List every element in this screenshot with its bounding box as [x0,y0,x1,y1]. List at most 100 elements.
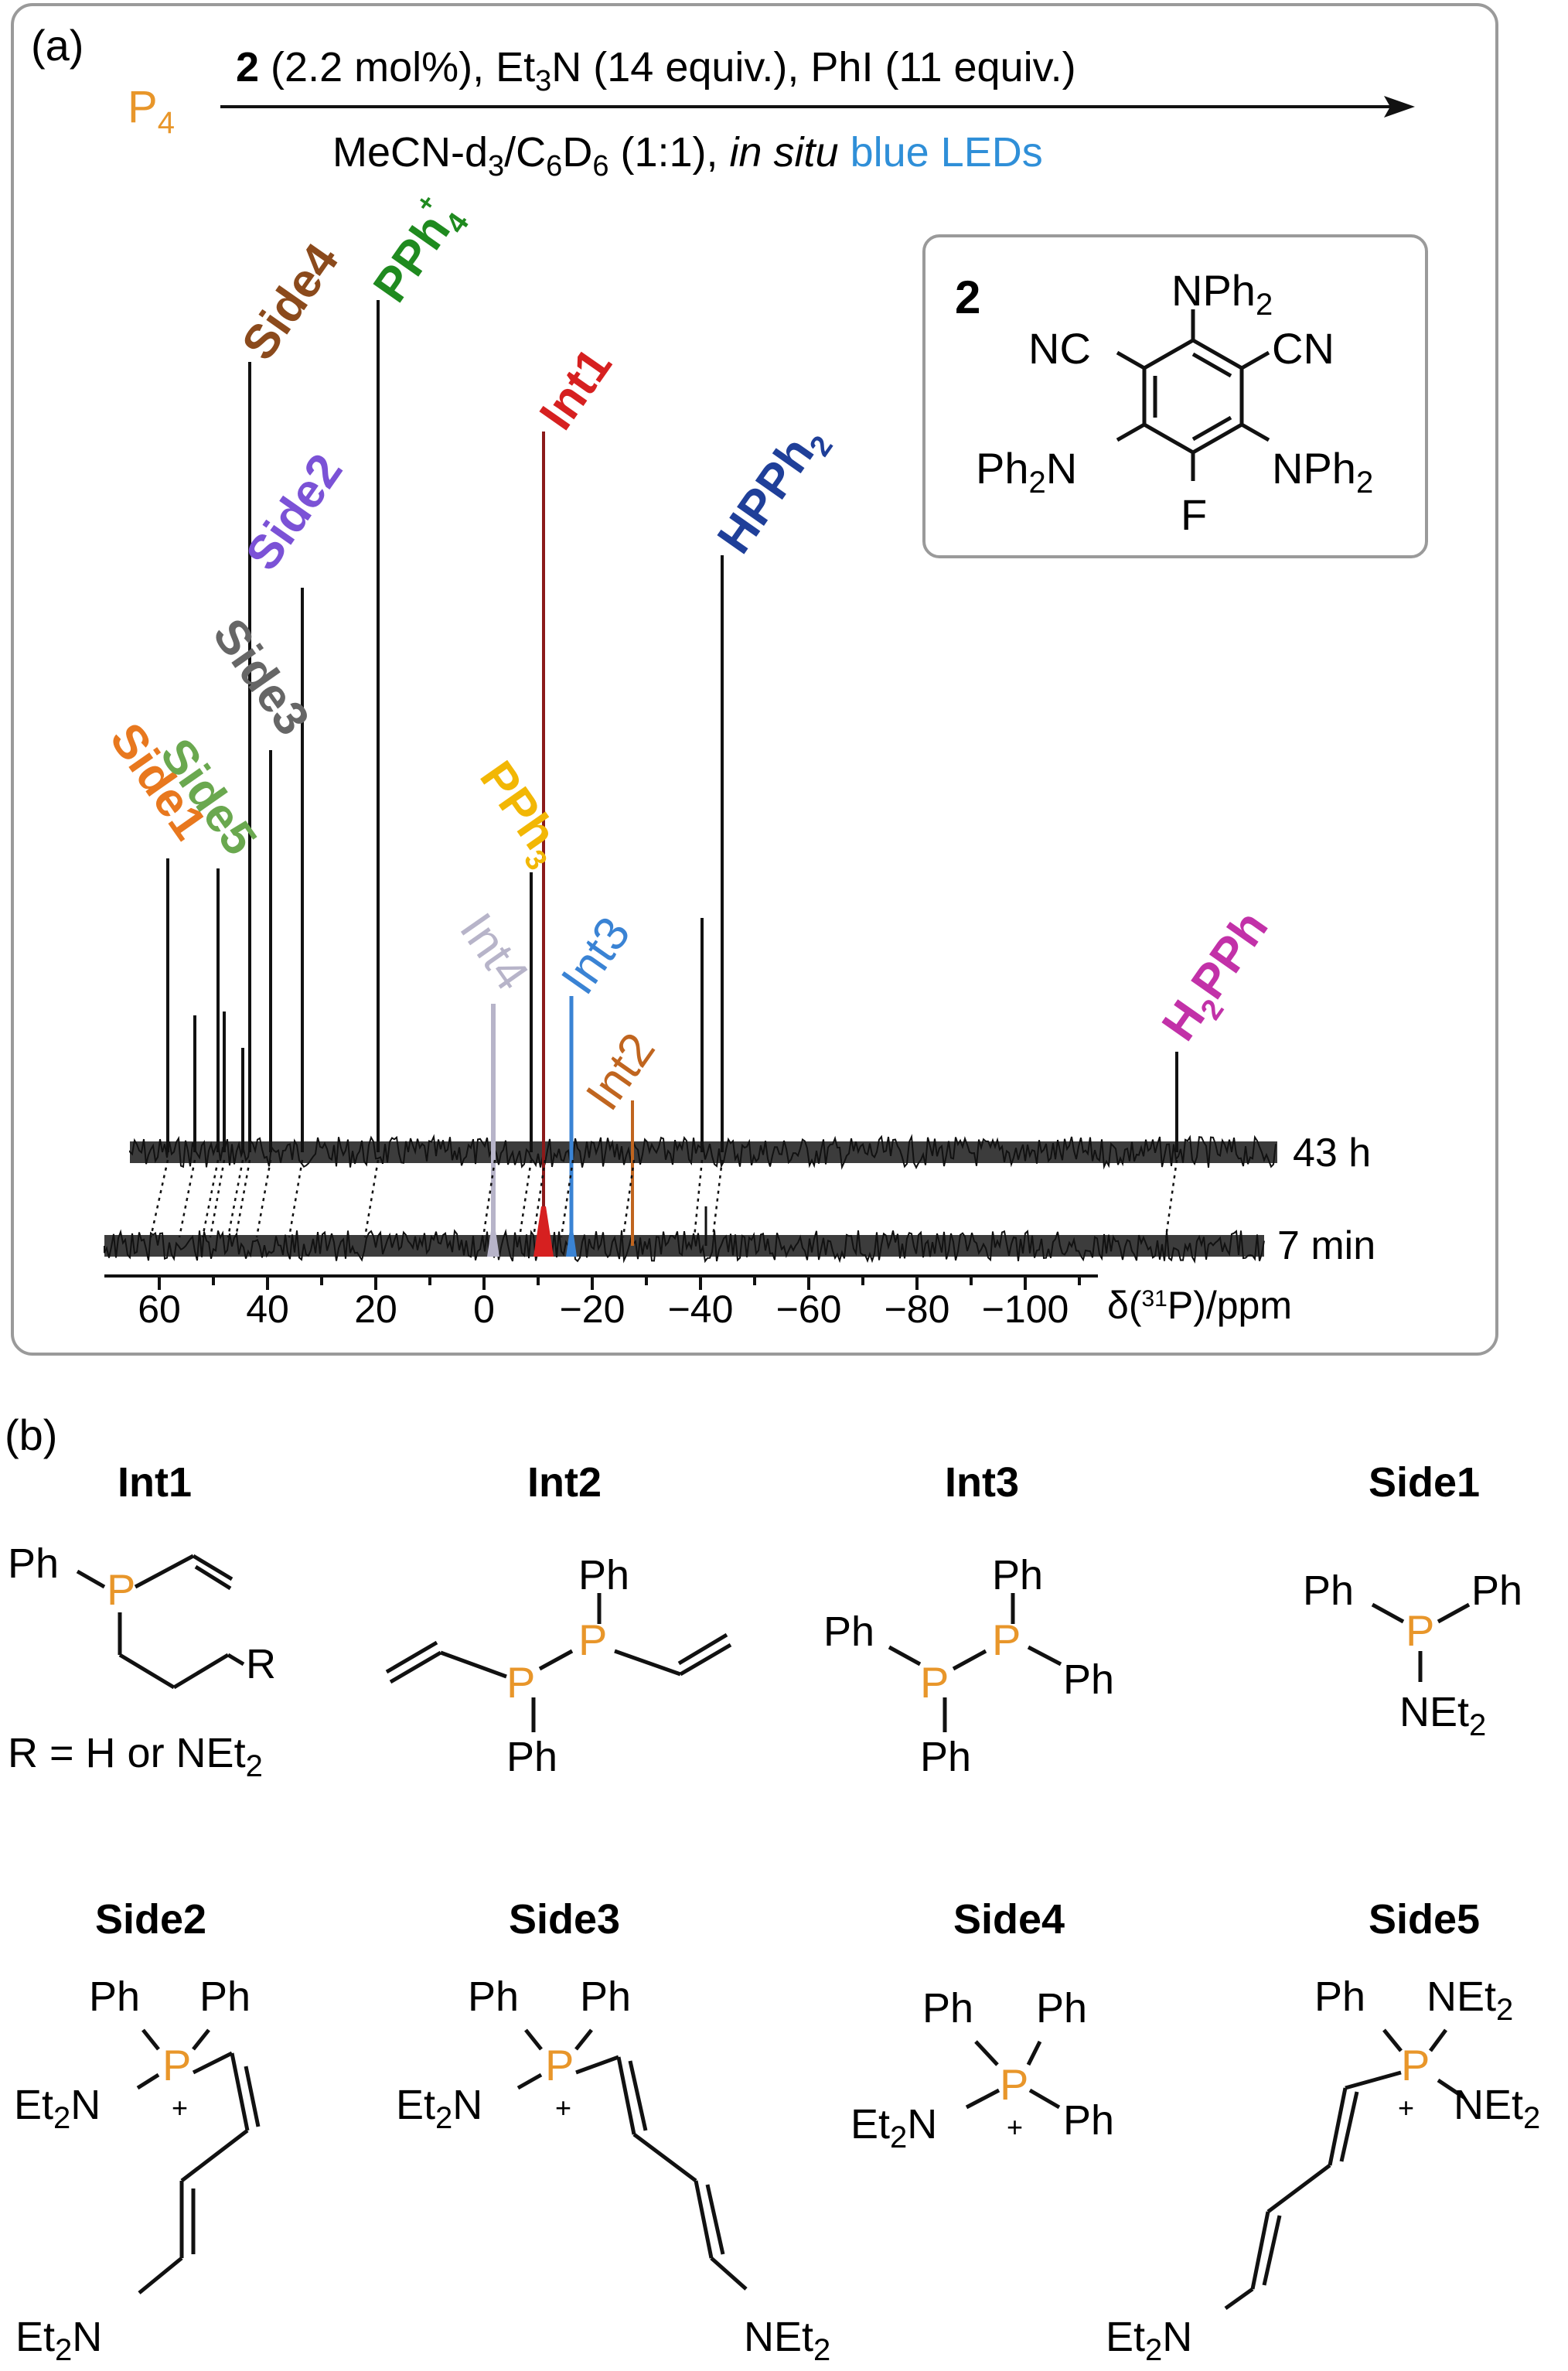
catalyst-bottom-f: F [1181,490,1207,539]
x-axis-ticks [158,1276,1081,1290]
side3-plus: + [555,2092,571,2124]
conditions-bottom: MeCN-d3/C6D6 (1:1), in situ blue LEDs [332,129,1043,183]
side2-ph-left: Ph [89,1974,140,2020]
int2-ph-top: Ph [578,1552,629,1598]
peak-label-int4: Int4 [449,904,539,1000]
compound-titles: Int1 Int2 Int3 Side1 Side2 Side3 Side4 S… [95,1459,1480,1943]
side5-ph: Ph [1314,1974,1365,2020]
tick-label: 40 [246,1288,289,1331]
benzene-inner-2 [1191,415,1232,442]
title-side1: Side1 [1369,1459,1480,1506]
structure-side1 [1371,1602,1471,1682]
int3-ph-left: Ph [823,1609,874,1655]
side3-ph-right: Ph [580,1974,631,2020]
side5-net2-right: NEt2 [1454,2082,1540,2135]
x-axis-title: δ(31P)/ppm [1107,1284,1292,1327]
side3-p: P [545,2041,574,2090]
structure-int1 [76,1554,245,1690]
trace-label-43h: 43 h [1293,1131,1371,1175]
side2-et2n-bottom: Et2N [15,2314,102,2367]
structure-side5 [1224,2028,1465,2311]
int1-r-note: R = H or NEt2 [8,1730,263,1783]
int3-ph-right: Ph [1063,1656,1114,1703]
side4-plus: + [1007,2111,1023,2143]
structure-side3 [516,2028,748,2291]
peak-label-side4: Side4 [232,234,349,370]
catalyst-left-nph2: Ph2N [976,444,1077,500]
conditions-top: 2 (2.2 mol%), Et3N (14 equiv.), PhI (11 … [236,44,1076,97]
peak-7min-int3-base [566,1230,577,1257]
int3-ph-bottom: Ph [920,1734,971,1780]
reaction-arrow-head [1384,96,1415,118]
structure-side2 [136,2028,261,2294]
side5-p: P [1401,2041,1430,2090]
side5-et2n: Et2N [1106,2314,1192,2367]
catalyst-top-nph2: NPh2 [1171,266,1273,322]
panel-a-label: (a) [31,21,84,70]
side1-ph-left: Ph [1303,1568,1354,1614]
catalyst-label: 2 [955,271,980,323]
side3-et2n: Et2N [396,2082,482,2135]
benzene-inner-1 [1191,352,1232,378]
int3-p-right: P [992,1615,1021,1664]
side2-et2n-top: Et2N [14,2082,101,2135]
bond-left-n [1116,422,1146,442]
catalyst-right-cn: CN [1272,324,1335,373]
int2-p-right: P [578,1615,607,1664]
peak-7min-int4-base [487,1226,499,1257]
peak-label-int2: Int2 [576,1024,666,1120]
side3-ph-left: Ph [468,1974,519,2020]
title-side2: Side2 [95,1896,206,1943]
bond-right-cn [1240,350,1270,370]
trace-7min-band [104,1235,1264,1257]
side3-net2: NEt2 [744,2314,830,2367]
int2-p-left: P [506,1658,535,1707]
side2-ph-right: Ph [199,1974,251,2020]
reactant-p4: P4 [128,82,175,140]
peak-label-side2: Side2 [236,445,353,580]
structure-side4 [965,2040,1061,2110]
int1-p: P [107,1565,135,1614]
tick-label: −80 [885,1288,950,1331]
title-side4: Side4 [953,1896,1065,1943]
benzene-ring [1142,338,1244,455]
title-side3: Side3 [509,1896,620,1943]
catalyst-frame [922,234,1428,558]
tick-label: 60 [138,1288,181,1331]
panel-b-label: (b) [5,1411,57,1459]
title-int3: Int3 [945,1459,1019,1506]
structure-int3 [888,1593,1062,1732]
int2-ph-bottom: Ph [506,1734,557,1780]
bond-left-cn [1116,350,1146,370]
tick-label: 20 [354,1288,397,1331]
tick-label: −40 [668,1288,734,1331]
side5-net2-top: NEt2 [1427,1974,1513,2027]
peak-label-h2pph: H2PPh [1152,902,1284,1055]
nmr-spectra: 43 h 7 min 60 40 20 0 −20 −40 −60 −80 −1… [100,189,1376,1331]
int3-p-left: P [920,1658,949,1707]
int1-r: R [246,1641,276,1687]
structure-int2 [385,1593,732,1732]
catalyst-left-cn: NC [1028,324,1091,373]
catalyst-right-nph2: NPh2 [1272,444,1373,500]
peak-label-hpph2: HPPh2 [707,414,840,568]
int1-ph: Ph [8,1540,59,1587]
trace-label-7min: 7 min [1277,1223,1375,1268]
side4-ph-bottom: Ph [1063,2097,1114,2144]
side4-p: P [1000,2060,1028,2109]
side4-et2n: Et2N [850,2101,937,2154]
peak-7min-int1-base [533,1206,554,1257]
title-side5: Side5 [1369,1896,1480,1943]
peak-label-pph3: PPh3 [464,752,576,876]
side2-plus: + [172,2092,188,2124]
side4-ph-right: Ph [1036,1985,1087,2032]
side2-p: P [162,2041,191,2090]
peak-labels: Side1 Side5 Side3 Side2 Side4 PPh4+ PPh3… [100,189,1284,1120]
int3-ph-top: Ph [992,1552,1043,1598]
panel-a-frame [11,3,1498,1356]
title-int2: Int2 [527,1459,602,1506]
tick-label: −100 [982,1288,1069,1331]
side1-p: P [1406,1606,1434,1655]
tick-label: −20 [560,1288,625,1331]
